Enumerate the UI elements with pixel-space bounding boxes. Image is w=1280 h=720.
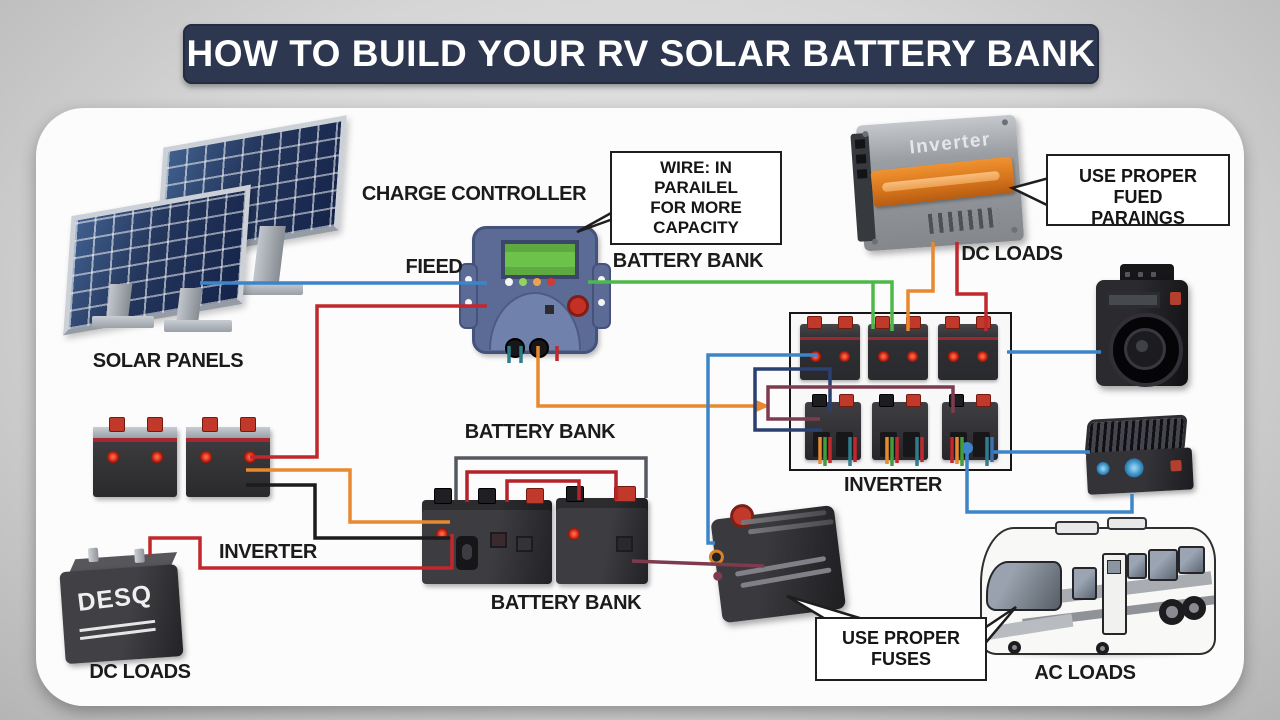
inverter-orange-stripe	[870, 156, 1016, 208]
controller-led-white	[505, 278, 513, 286]
rv-door	[1102, 553, 1127, 635]
inverter-unit-top: Inverter	[850, 114, 1025, 252]
rv-window-1	[1072, 567, 1097, 600]
speaker-cone	[1109, 313, 1183, 387]
controller-lcd-screen	[501, 240, 579, 279]
controller-knob-2	[529, 338, 549, 358]
rv-wheel-mid	[1096, 642, 1109, 655]
desq-label: DESQ	[75, 580, 154, 618]
label-charge-controller: CHARGE CONTROLLER	[361, 183, 587, 205]
bank-battery-2	[868, 316, 928, 380]
callout-wire-in-parallel: WIRE: IN PARAILEL FOR MORE CAPACITY	[610, 151, 782, 246]
solar-panel-front-base-1	[92, 316, 154, 328]
rv-roof-vent-2	[1107, 517, 1147, 530]
left-battery-2	[186, 417, 270, 497]
bank-battery-5	[872, 394, 928, 460]
label-inverter-left: INVERTER	[219, 541, 317, 563]
rv-roof-vent-1	[1055, 521, 1099, 535]
inverter-device-label: Inverter	[908, 128, 992, 159]
label-ac-loads: AC LOADS	[1034, 662, 1136, 684]
center-battery-b	[556, 486, 648, 584]
bank-battery-1	[800, 316, 860, 380]
bank-battery-4	[805, 394, 861, 460]
label-inverter-right: INVERTER	[844, 474, 942, 496]
rv-window-2	[1127, 553, 1147, 579]
label-battery-bank-top: BATTERY BANK	[612, 250, 764, 272]
label-battery-bank-mid: BATTERY BANK	[464, 421, 616, 443]
center-battery-a	[422, 488, 552, 584]
controller-led-orange	[533, 278, 541, 286]
label-solar-panels: SOLAR PANELS	[92, 350, 244, 372]
amplifier-red-port	[1170, 459, 1182, 472]
label-feed: FIEED	[405, 256, 463, 278]
callout-use-proper-fuses: USE PROPER FUSES	[815, 617, 987, 682]
left-battery-1	[93, 417, 177, 497]
label-dc-loads-top: DC LOADS	[961, 243, 1063, 265]
rv-wheel-front	[1008, 641, 1021, 654]
bank-battery-6	[942, 394, 998, 460]
rv-vehicle	[976, 515, 1216, 665]
speaker-display	[1106, 292, 1160, 308]
amplifier-unit	[1084, 415, 1200, 497]
callout-fuse-ratings: USE PROPER FUED PARAINGS	[1046, 154, 1230, 228]
page-title: HOW TO BUILD YOUR RV SOLAR BATTERY BANK	[186, 33, 1096, 74]
desq-terminal-2	[133, 548, 145, 564]
speaker-unit	[1096, 264, 1188, 387]
bank-battery-3	[938, 316, 998, 380]
title-bar: HOW TO BUILD YOUR RV SOLAR BATTERY BANK	[183, 24, 1099, 84]
portable-inverter-device	[705, 494, 853, 629]
controller-led-green	[519, 278, 527, 286]
dc-load-box: DESQ	[58, 547, 187, 666]
charge-controller-device	[459, 226, 611, 358]
inverter-vents	[927, 206, 1000, 235]
solar-panel-front-base-2	[164, 320, 232, 332]
label-battery-bank-bottom: BATTERY BANK	[490, 592, 642, 614]
controller-port	[545, 305, 554, 314]
controller-knob-1	[505, 338, 525, 358]
rv-wheel-rear-2	[1182, 596, 1206, 620]
solar-panel-rear-base	[239, 282, 303, 295]
desq-terminal-1	[87, 547, 99, 563]
speaker-red-button	[1170, 292, 1181, 305]
controller-led-red	[547, 278, 555, 286]
rv-wheel-rear-1	[1159, 599, 1185, 625]
rv-window-4	[1178, 546, 1205, 574]
rv-windshield	[986, 561, 1062, 611]
label-dc-loads-bottom: DC LOADS	[89, 661, 191, 683]
rv-window-3	[1148, 549, 1178, 581]
speaker-handle	[1120, 264, 1174, 284]
controller-red-button	[567, 295, 589, 317]
controller-mount-tab-right	[592, 263, 611, 329]
